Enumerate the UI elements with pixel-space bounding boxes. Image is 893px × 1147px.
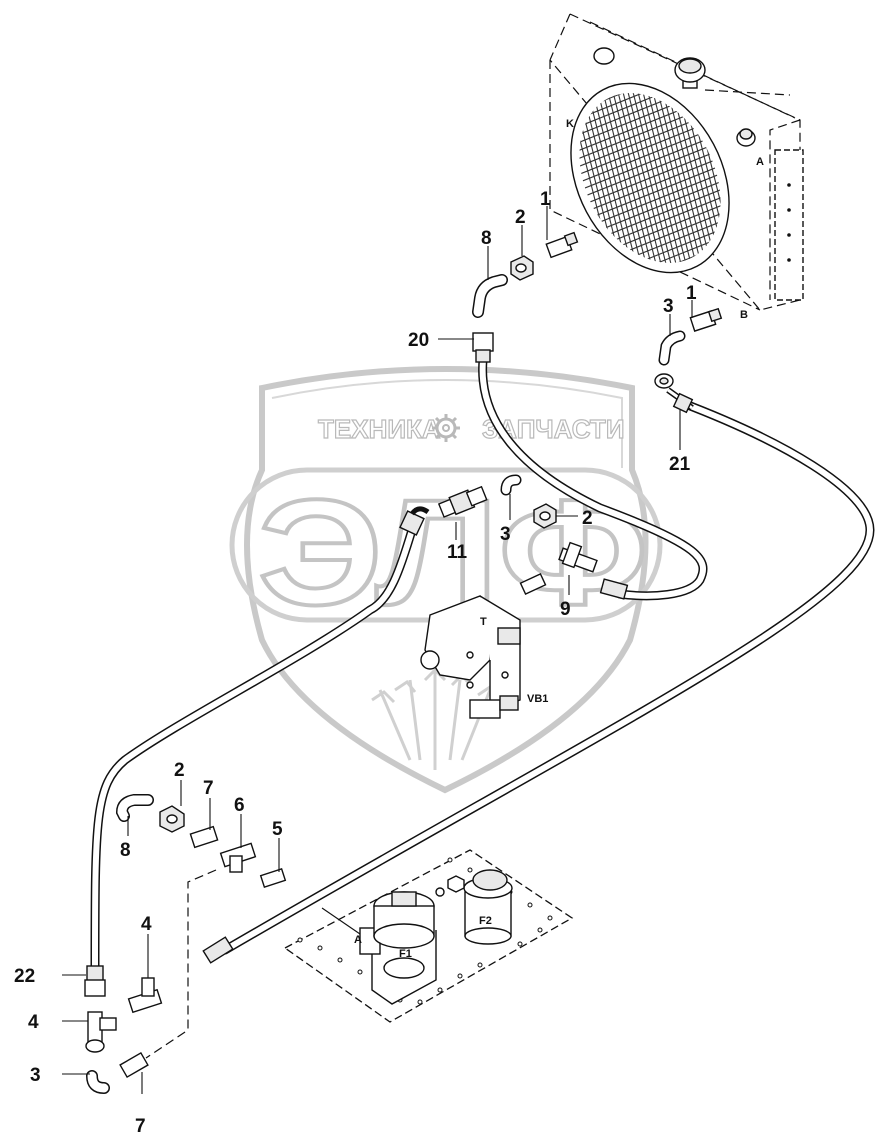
radiator-label-k: K (566, 118, 574, 130)
callout-5: 5 (272, 819, 283, 840)
hose-fittings (84, 332, 694, 997)
valve-block-vb1 (420, 595, 521, 719)
watermark-wheat (371, 667, 500, 770)
nut-2-top (510, 255, 534, 281)
top-fittings (472, 231, 723, 366)
watermark: ТЕХНИКА ЗАПЧАСТИ ЭЛФ (229, 366, 663, 794)
adapter-7-low (189, 825, 219, 849)
callout-1-top: 1 (540, 189, 551, 210)
filter-nut (435, 875, 465, 897)
callout-4-upper: 4 (141, 914, 152, 935)
elbow-8-top (472, 274, 508, 318)
callout-3-right: 3 (663, 296, 674, 317)
radiator-core-line (609, 68, 671, 288)
adapter-1-right (689, 307, 723, 332)
callout-20: 20 (408, 330, 429, 351)
radiator-side-panel (774, 149, 804, 301)
callout-7-bottom: 7 (135, 1116, 146, 1137)
leader-lines (62, 206, 693, 1094)
fitting-20 (472, 332, 494, 363)
filter-assembly: A F1 F2 (283, 849, 574, 1023)
callout-7-low: 7 (203, 778, 214, 799)
callout-2-top: 2 (515, 207, 526, 228)
radiator-core-line (719, 68, 749, 288)
gear-icon (432, 414, 460, 442)
fitting-21-end (202, 936, 234, 964)
filter-label-f1: F1 (399, 948, 412, 960)
callout-1-right: 1 (686, 283, 697, 304)
callout-21: 21 (669, 454, 691, 475)
middle-fittings: T VB1 (420, 474, 598, 719)
fitting-22-top (399, 506, 430, 536)
callout-6: 6 (234, 795, 245, 816)
watermark-shield-inner (271, 379, 623, 468)
watermark-shield (244, 366, 649, 794)
radiator-core-line (624, 68, 686, 288)
valve-label-vb1: VB1 (527, 693, 548, 705)
radiator-core-line (619, 68, 681, 288)
elbow-8-low (115, 794, 154, 822)
radiator-filler-cap (674, 57, 706, 89)
tee-4-upper (127, 977, 163, 1014)
radiator-label-a: A (756, 156, 764, 168)
radiator-label-b: B (740, 309, 748, 321)
radiator-core-line (629, 68, 691, 288)
callout-4-left: 4 (28, 1012, 39, 1033)
callout-3-mid: 3 (500, 524, 511, 545)
watermark-company-left: ТЕХНИКА (318, 414, 441, 444)
filter-f1 (359, 891, 437, 1005)
callout-22: 22 (14, 966, 35, 987)
elbow-3-bottom (86, 1070, 110, 1094)
adapter-mid (519, 572, 547, 596)
tee-4-left (85, 1011, 117, 1053)
hoses (90, 355, 875, 975)
filter-label-f2: F2 (479, 915, 492, 927)
nut-2-low (159, 805, 185, 833)
filter-f2 (463, 869, 513, 945)
adapter-7-bottom (119, 1051, 149, 1079)
radiator-port-top (593, 47, 756, 147)
radiator-core-line (604, 68, 666, 288)
nut-2-mid (533, 503, 557, 529)
callout-11: 11 (447, 542, 468, 563)
adapter-5 (259, 868, 287, 888)
radiator-side-bolts (787, 183, 791, 262)
callout-9: 9 (560, 599, 571, 620)
callout-2-mid: 2 (582, 508, 593, 529)
tee-6 (219, 842, 257, 873)
callout-labels: 1 2 8 1 3 20 21 11 3 2 9 2 7 6 5 8 4 22 … (14, 189, 697, 1137)
callout-2-low: 2 (174, 760, 185, 781)
callout-3-bottom: 3 (30, 1065, 41, 1086)
tee-9 (558, 541, 598, 573)
fitting-20-end (599, 578, 629, 600)
radiator: K A B (549, 13, 804, 321)
filter-label-a: A (354, 934, 362, 946)
coupling-11 (437, 485, 488, 518)
adapter-1-top (545, 231, 579, 259)
callout-8-top: 8 (481, 228, 492, 249)
fitting-21-eye (654, 373, 694, 414)
fitting-22-end (84, 965, 106, 997)
elbow-3-right (658, 330, 686, 366)
lower-fittings (85, 794, 287, 1094)
valve-label-t: T (480, 616, 487, 628)
elbow-3-mid (500, 474, 522, 496)
callout-8-low: 8 (120, 840, 131, 861)
dash-line-lower (145, 869, 217, 1059)
